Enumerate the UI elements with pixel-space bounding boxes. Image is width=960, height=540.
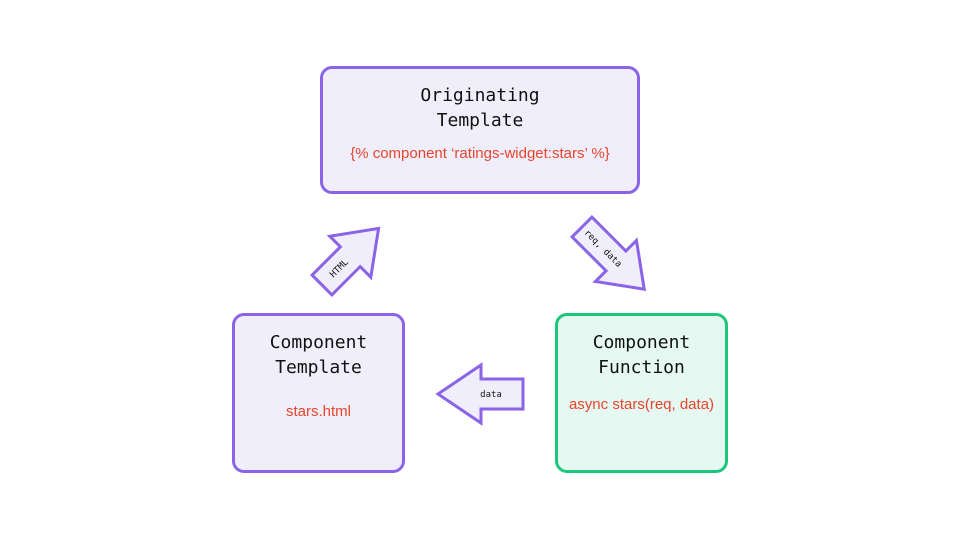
component-function-code: async stars(req, data) [568, 396, 715, 413]
originating-template-title: Originating Template [420, 85, 540, 131]
component-function-box: Component Function async stars(req, data… [555, 313, 728, 473]
originating-template-code: {% component ‘ratings-widget:stars’ %} [350, 145, 610, 162]
html-arrow: HTML [309, 226, 381, 298]
component-template-title: Component Template [269, 332, 368, 378]
data-arrow-label: data [480, 390, 502, 400]
component-template-code: stars.html [285, 403, 351, 420]
component-function-title: Component Function [592, 332, 691, 378]
data-arrow: data [435, 362, 525, 426]
req-data-arrow: req, data [569, 214, 647, 292]
component-template-box: Component Template stars.html [232, 313, 405, 473]
originating-template-box: Originating Template {% component ‘ratin… [320, 66, 640, 194]
